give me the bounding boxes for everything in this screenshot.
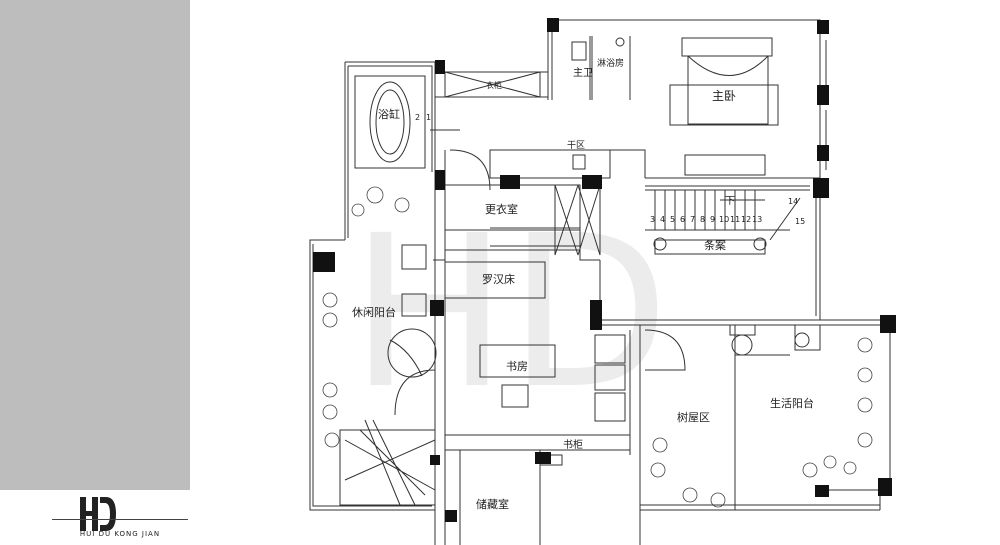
stair-step: 4 [660, 215, 665, 224]
label-master-bedroom: 主卧 [712, 89, 736, 103]
stair-step: 5 [670, 215, 675, 224]
room-labels: 浴缸 主卫 淋浴房 主卧 衣柜 干区 更衣室 罗汉床 休闲阳台 书房 书柜 储藏… [352, 57, 814, 511]
label-wardrobe-top: 衣柜 [486, 80, 502, 90]
brand-name: HUI DU KONG JIAN [79, 530, 161, 538]
label-bookcase: 书柜 [563, 438, 583, 451]
stair-step: 13 [752, 215, 762, 224]
stair-step: 9 [710, 215, 715, 224]
stair-step: 8 [700, 215, 705, 224]
label-stair-down: 下 [725, 196, 735, 207]
logo-divider [52, 519, 188, 520]
label-bathtub: 浴缸 [378, 107, 400, 121]
sidebar-panel [0, 0, 190, 545]
stair-step: 7 [690, 215, 695, 224]
label-tub-mark-1: 1 [426, 113, 431, 122]
label-walk-in-closet: 更衣室 [485, 202, 518, 216]
stair-step: 6 [680, 215, 685, 224]
label-storage: 储藏室 [476, 497, 509, 511]
stair-step: 10 [719, 215, 729, 224]
plants [322, 186, 873, 508]
stair-numbers: 3 4 5 6 7 8 9 10 11 12 13 14 15 [650, 197, 805, 226]
stair-step: 14 [788, 197, 798, 206]
floor-plan: HD [309, 18, 896, 545]
label-master-bath: 主卫 [573, 67, 593, 79]
label-leisure-balcony: 休闲阳台 [352, 305, 396, 319]
label-console-table: 条案 [704, 238, 726, 252]
watermark: HD [350, 190, 670, 435]
label-dry-zone: 干区 [567, 140, 585, 151]
label-treehouse: 树屋区 [677, 410, 710, 424]
label-shower-room: 淋浴房 [597, 57, 624, 69]
stair-step: 15 [795, 217, 805, 226]
brand-logo: HD [80, 497, 116, 531]
stair-step: 11 [730, 215, 740, 224]
label-study: 书房 [506, 360, 528, 373]
label-daybed: 罗汉床 [482, 272, 515, 286]
stair-step: 3 [650, 215, 655, 224]
columns [313, 18, 896, 522]
label-tub-mark-2: 2 [415, 113, 420, 122]
stair-step: 12 [741, 215, 751, 224]
label-living-balcony: 生活阳台 [770, 396, 814, 410]
